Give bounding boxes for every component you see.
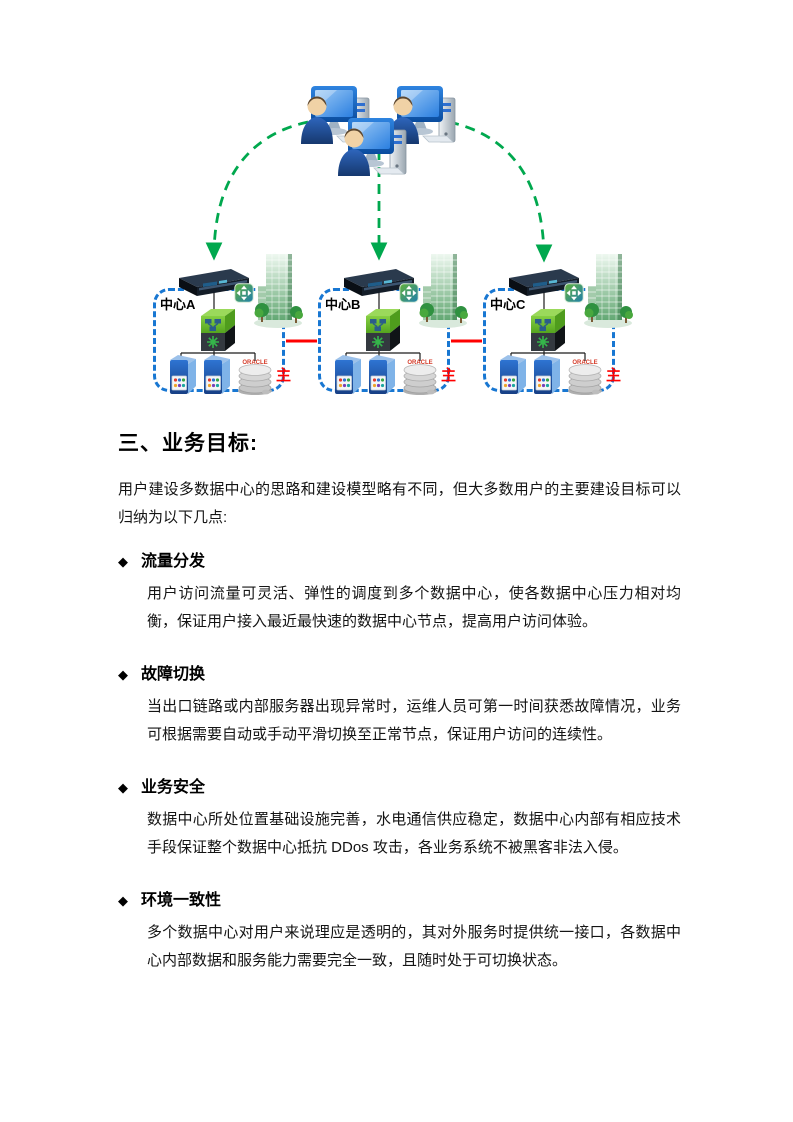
goal-heading: ◆ 流量分发 — [118, 550, 681, 574]
datacenter-c: 中心C ORACLE 主 — [480, 250, 645, 408]
database-brand-label: ORACLE — [407, 360, 433, 366]
building-icon — [417, 252, 469, 330]
datacenter-label: 中心B — [325, 297, 361, 312]
server-icon — [532, 354, 562, 396]
server-icon — [367, 354, 397, 396]
diamond-bullet-icon: ◆ — [118, 667, 128, 682]
datacenter-a: 中心A ORACLE 主 — [150, 250, 315, 408]
load-balancer-icon — [363, 305, 403, 353]
goal-body: 用户访问流量可灵活、弹性的调度到多个数据中心，使各数据中心压力相对均衡，保证用户… — [147, 585, 681, 630]
diamond-bullet-icon: ◆ — [118, 780, 128, 795]
primary-badge: 主 — [276, 367, 292, 384]
goal-title: 环境一致性 — [141, 892, 222, 909]
diamond-bullet-icon: ◆ — [118, 554, 128, 569]
goal-title: 故障切换 — [141, 666, 206, 683]
multi-datacenter-diagram: 中心A ORACLE 主 中心B ORACLE 主 — [0, 0, 793, 430]
database-brand-label: ORACLE — [242, 360, 268, 366]
section-heading: 三、业务目标: — [118, 432, 258, 455]
datacenter-label: 中心A — [160, 297, 196, 312]
load-balancer-icon — [528, 305, 568, 353]
goal-title: 业务安全 — [141, 779, 206, 796]
server-icon — [333, 354, 363, 396]
goal-failover: ◆ 故障切换 当出口链路或内部服务器出现异常时，运维人员可第一时间获悉故障情况，… — [118, 663, 681, 749]
goal-heading: ◆ 故障切换 — [118, 663, 681, 687]
building-icon — [582, 252, 634, 330]
goal-business-security: ◆ 业务安全 数据中心所处位置基础设施完善，水电通信供应稳定，数据中心内部有相应… — [118, 776, 681, 862]
building-icon — [252, 252, 304, 330]
goal-body: 当出口链路或内部服务器出现异常时，运维人员可第一时间获悉故障情况，业务可根据需要… — [147, 698, 681, 743]
routing-badge-icon — [234, 283, 254, 303]
datacenter-b: 中心B ORACLE 主 — [315, 250, 480, 408]
goal-body: 多个数据中心对用户来说理应是透明的，其对外服务时提供统一接口，各数据中心内部数据… — [147, 924, 681, 969]
server-icon — [498, 354, 528, 396]
goal-body: 数据中心所处位置基础设施完善，水电通信供应稳定，数据中心内部有相应技术手段保证整… — [147, 811, 681, 856]
user-workstation-icon — [334, 116, 414, 186]
routing-badge-icon — [564, 283, 584, 303]
intro-paragraph: 用户建设多数据中心的思路和建设模型略有不同，但大多数用户的主要建设目标可以归纳为… — [118, 481, 681, 526]
primary-badge: 主 — [441, 367, 457, 384]
goal-heading: ◆ 环境一致性 — [118, 889, 681, 913]
database-brand-label: ORACLE — [572, 360, 598, 366]
goal-traffic-distribution: ◆ 流量分发 用户访问流量可灵活、弹性的调度到多个数据中心，使各数据中心压力相对… — [118, 550, 681, 636]
document-body: 三、业务目标: 用户建设多数据中心的思路和建设模型略有不同，但大多数用户的主要建… — [118, 430, 681, 1002]
goal-heading: ◆ 业务安全 — [118, 776, 681, 800]
primary-badge: 主 — [606, 367, 622, 384]
load-balancer-icon — [198, 305, 238, 353]
datacenter-label: 中心C — [490, 297, 526, 312]
server-icon — [202, 354, 232, 396]
goal-environment-consistency: ◆ 环境一致性 多个数据中心对用户来说理应是透明的，其对外服务时提供统一接口，各… — [118, 889, 681, 975]
goal-title: 流量分发 — [141, 553, 206, 570]
server-icon — [168, 354, 198, 396]
routing-badge-icon — [399, 283, 419, 303]
diamond-bullet-icon: ◆ — [118, 893, 128, 908]
